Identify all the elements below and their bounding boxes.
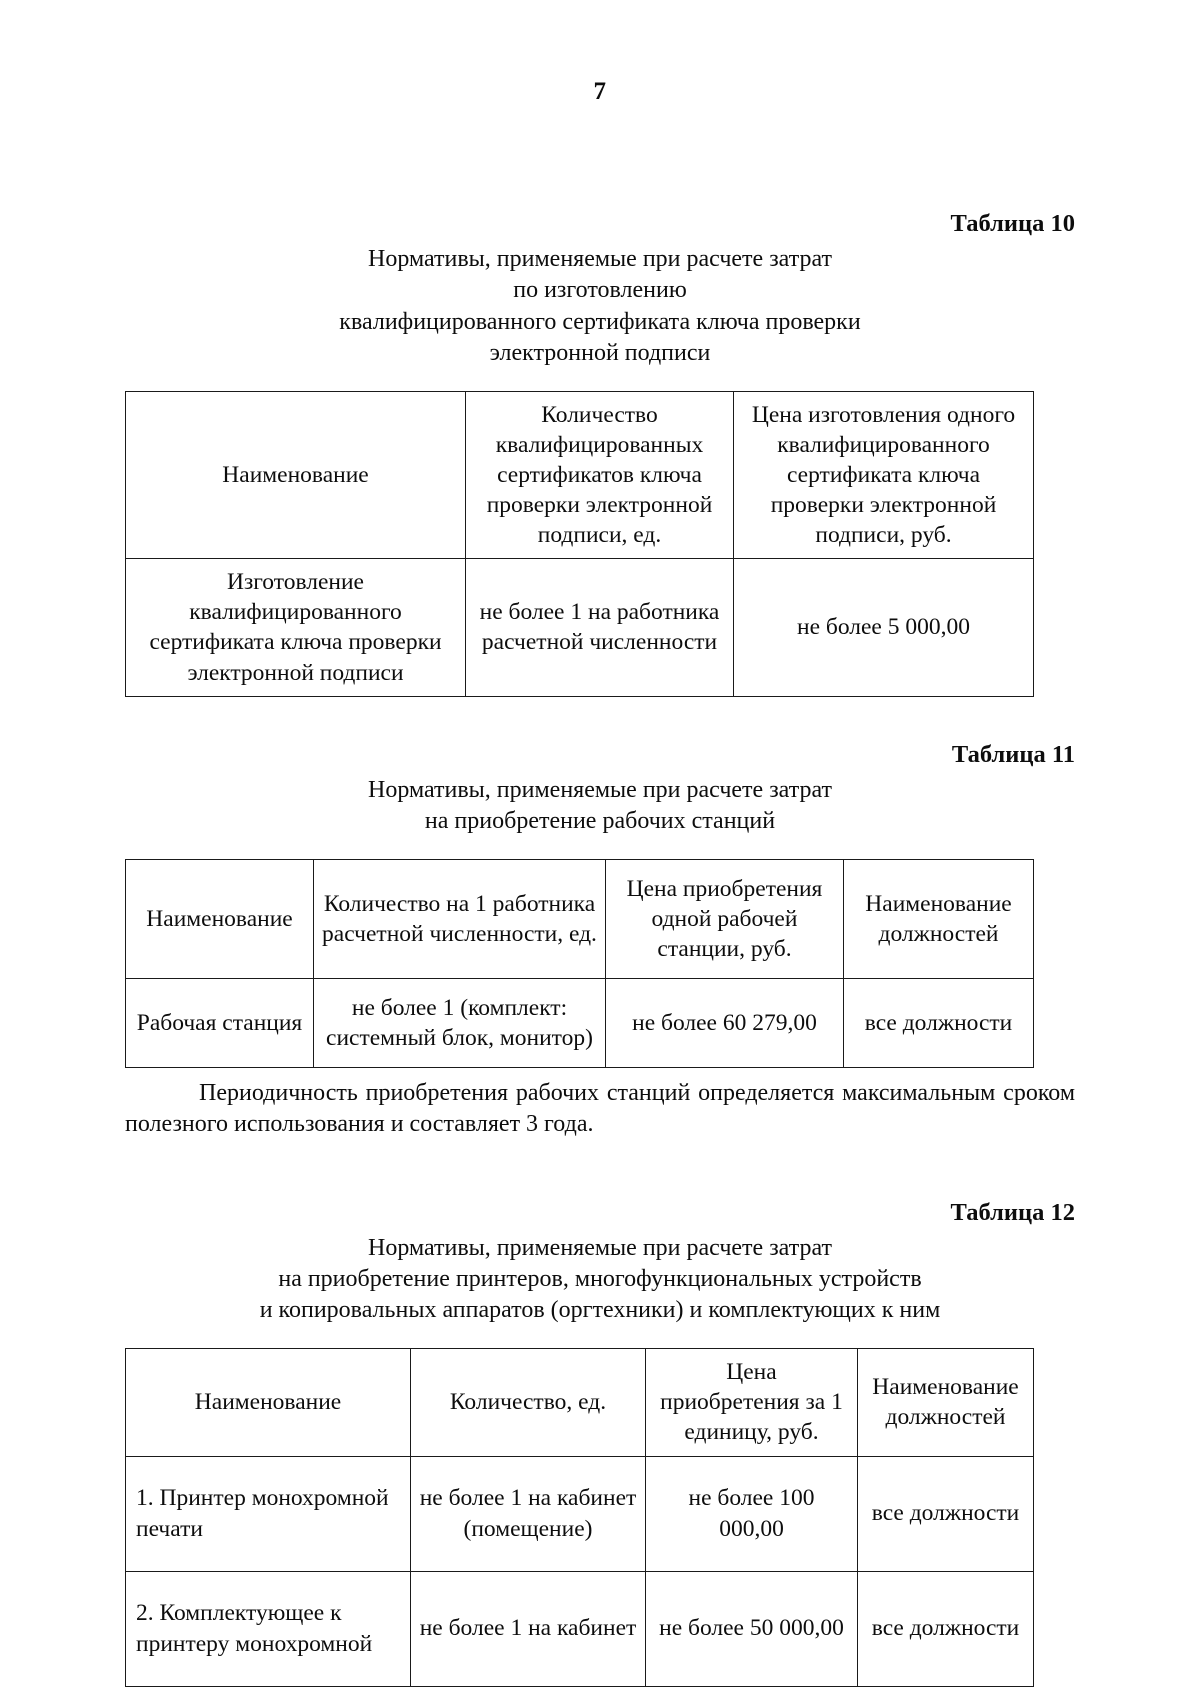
section-gap-2 [125,1141,1075,1199]
table-11: Наименование Количество на 1 работника р… [125,859,1034,1069]
table-12-cell-price-1: не более 100 000,00 [645,1455,858,1572]
table-title-12: Нормативы, применяемые при расчете затра… [125,1233,1075,1327]
table-row: Изготовление квалифицированного сертифик… [125,558,1034,697]
table-11-cell-quantity: не более 1 (комплект: системный блок, мо… [313,978,606,1069]
page-number: 7 [593,78,607,105]
table-title-11-line-2: на приобретение рабочих станций [424,807,776,834]
table-12-header-price: Цена приобретения за 1 единицу, руб. [645,1348,858,1457]
table-12-cell-positions-2: все должности [857,1570,1034,1687]
table-label-11: Таблица 11 [951,740,1075,768]
table-10-header-quantity: Количество квалифицированных сертификато… [465,390,734,560]
table-11-cell-positions: все должности [843,978,1034,1069]
table-12-cell-name-1: 1. Принтер монохромной печати [125,1455,411,1572]
table-title-11: Нормативы, применяемые при расчете затра… [125,775,1075,837]
table-11-cell-name: Рабочая станция [125,978,314,1069]
table-10-cell-name: Изготовление квалифицированного сертифик… [125,558,466,697]
table-title-12-line-2: на приобретение принтеров, многофункцион… [278,1265,922,1292]
table-10: Наименование Количество квалифицированны… [125,390,1034,697]
table-12-header-name: Наименование [125,1348,411,1457]
table-12-cell-quantity-2: не более 1 на кабинет [410,1570,646,1687]
table-12-cell-price-2: не более 50 000,00 [645,1570,858,1687]
table-11-header-price: Цена приобретения одной рабочей станции,… [605,859,844,980]
table-header-row: Наименование Количество квалифицированны… [125,390,1034,560]
table-11-note: Периодичность приобретения рабочих станц… [125,1080,1075,1138]
table-11-header-name: Наименование [125,859,314,980]
table-12-cell-positions-1: все должности [857,1455,1034,1572]
table-10-cell-quantity: не более 1 на работника расчетной числен… [465,558,734,697]
table-11-header-quantity: Количество на 1 работника расчетной числ… [313,859,606,980]
table-header-row: Наименование Количество, ед. Цена приобр… [125,1348,1034,1457]
table-title-10-line-1: Нормативы, применяемые при расчете затра… [367,246,833,273]
table-title-11-line-1: Нормативы, применяемые при расчете затра… [367,776,833,803]
table-row: 1. Принтер монохромной печати не более 1… [125,1455,1034,1572]
table-11-cell-price: не более 60 279,00 [605,978,844,1069]
table-title-10-line-3: квалифицированного сертификата ключа про… [339,308,861,335]
table-10-cell-price: не более 5 000,00 [733,558,1034,697]
table-12-cell-name-2: 2. Комплектующее к принтеру монохромной [125,1570,411,1687]
table-title-10: Нормативы, применяемые при расчете затра… [125,244,1075,369]
table-12-cell-quantity-1: не более 1 на кабинет (помещение) [410,1455,646,1572]
table-header-row: Наименование Количество на 1 работника р… [125,859,1034,980]
table-10-header-name: Наименование [125,390,466,560]
table-label-10: Таблица 10 [950,210,1075,237]
section-gap-1 [125,697,1075,741]
table-12: Наименование Количество, ед. Цена приобр… [125,1348,1034,1687]
table-title-12-line-1: Нормативы, применяемые при расчете затра… [367,1234,833,1261]
header-spacer [125,106,1075,210]
table-label-12: Таблица 12 [950,1198,1075,1226]
table-11-header-positions: Наименование должностей [843,859,1034,980]
table-title-10-line-2: по изготовлению [513,277,687,304]
table-title-10-line-4: электронной подписи [489,339,711,366]
table-10-header-price: Цена изготовления одного квалифицированн… [733,390,1034,560]
table-12-header-positions: Наименование должностей [857,1348,1034,1457]
table-row: 2. Комплектующее к принтеру монохромной … [125,1570,1034,1687]
table-title-12-line-3: и копировальных аппаратов (оргтехники) и… [259,1297,941,1324]
table-row: Рабочая станция не более 1 (комплект: си… [125,978,1034,1069]
table-12-header-quantity: Количество, ед. [410,1348,646,1457]
